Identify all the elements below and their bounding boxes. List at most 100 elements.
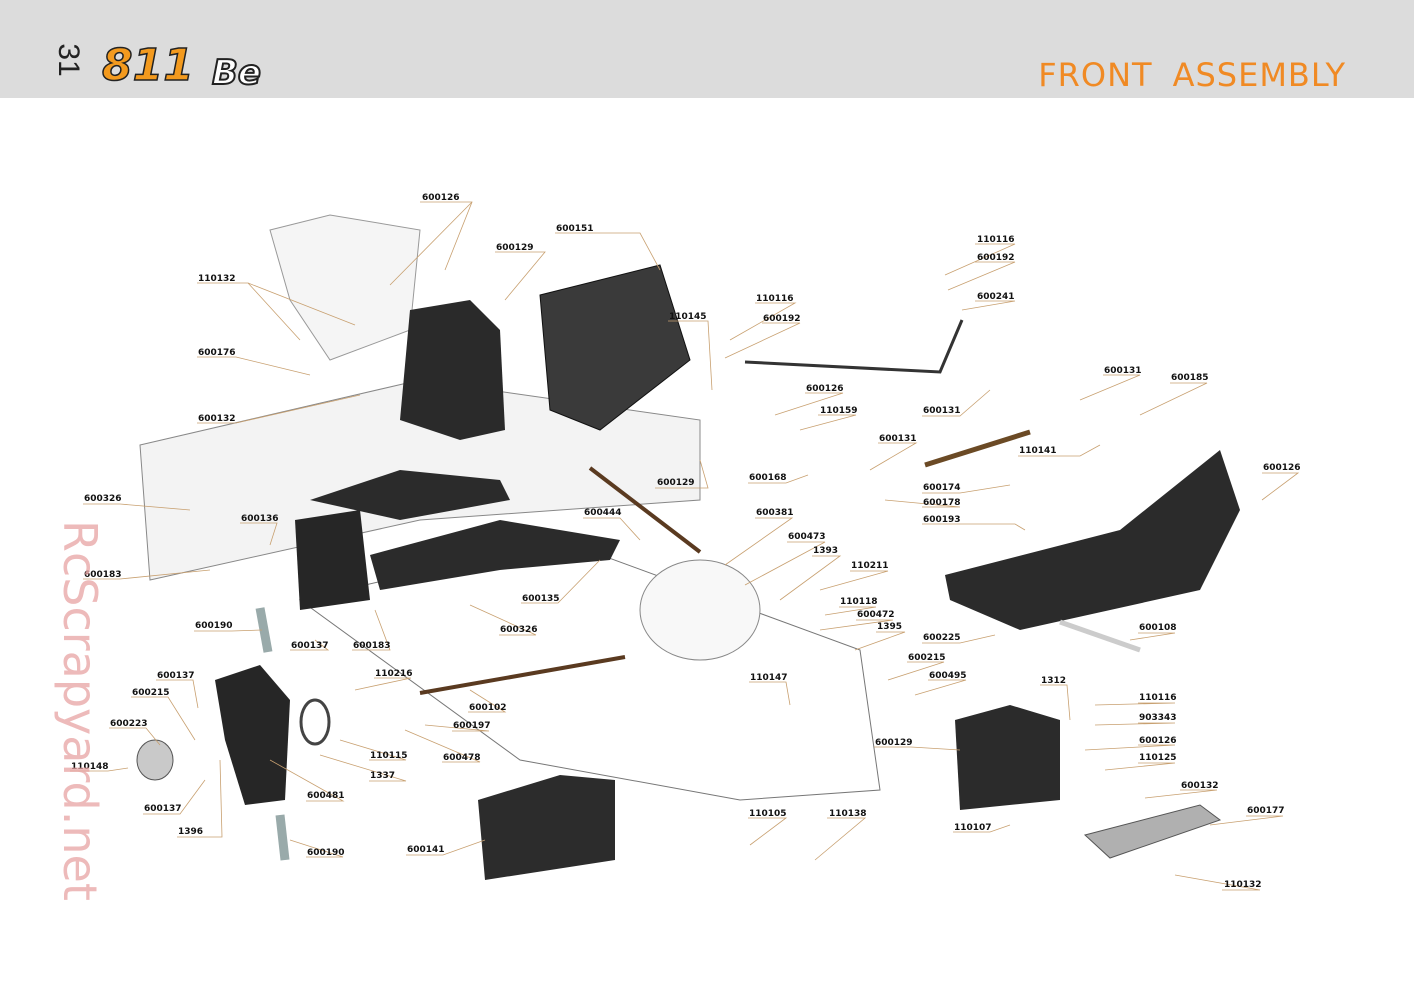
part-label: 110147 bbox=[750, 673, 788, 683]
part-label: 600326 bbox=[84, 494, 122, 504]
part-label: 110159 bbox=[820, 406, 858, 416]
logo-suffix: Be bbox=[212, 53, 261, 93]
part-label: 600131 bbox=[923, 406, 961, 416]
right-diff-housing bbox=[955, 705, 1060, 810]
lower-arm-left bbox=[370, 520, 620, 590]
part-label: 600126 bbox=[1139, 736, 1177, 746]
part-label: 600102 bbox=[469, 703, 507, 713]
part-label: 600197 bbox=[453, 721, 491, 731]
wheel-hex bbox=[136, 739, 174, 781]
part-label: 110132 bbox=[1224, 880, 1262, 890]
part-label: 1312 bbox=[1041, 676, 1066, 686]
part-label: 600178 bbox=[923, 498, 961, 508]
diff-mount-plate bbox=[639, 559, 761, 661]
cvd-shaft bbox=[419, 655, 626, 695]
part-label: 600177 bbox=[1247, 806, 1285, 816]
part-label: 600472 bbox=[857, 610, 895, 620]
part-label: 110116 bbox=[756, 294, 794, 304]
title-word-assembly: ASSEMBLY bbox=[1172, 56, 1346, 94]
page-header: 31 811 Be FRONT ASSEMBLY bbox=[0, 0, 1414, 98]
brand-logo: 811 Be bbox=[101, 39, 262, 94]
part-label: 110138 bbox=[829, 809, 867, 819]
part-label: 600481 bbox=[307, 791, 345, 801]
part-label: 600126 bbox=[422, 193, 460, 203]
hinge-pin-bottom bbox=[275, 814, 290, 861]
part-label: 600193 bbox=[923, 515, 961, 525]
part-label: 600326 bbox=[500, 625, 538, 635]
part-label: 600192 bbox=[977, 253, 1015, 263]
part-label: 600137 bbox=[291, 641, 329, 651]
part-label: 600151 bbox=[556, 224, 594, 234]
part-label: 600141 bbox=[407, 845, 445, 855]
part-label: 600129 bbox=[875, 738, 913, 748]
part-label: 600215 bbox=[132, 688, 170, 698]
hinge-pin-top bbox=[255, 607, 273, 653]
part-label: 600129 bbox=[657, 478, 695, 488]
part-label: 110105 bbox=[749, 809, 787, 819]
part-label: 600183 bbox=[84, 570, 122, 580]
part-label: 600168 bbox=[749, 473, 787, 483]
part-label: 600135 bbox=[522, 594, 560, 604]
part-label: 600223 bbox=[110, 719, 148, 729]
shock-tower-frame bbox=[269, 214, 421, 361]
part-label: 600381 bbox=[756, 508, 794, 518]
part-label: 600129 bbox=[496, 243, 534, 253]
part-label: 110141 bbox=[1019, 446, 1057, 456]
part-label: 110116 bbox=[1139, 693, 1177, 703]
front-diff-housing bbox=[400, 300, 505, 440]
part-label: 1395 bbox=[877, 622, 902, 632]
part-label: 600108 bbox=[1139, 623, 1177, 633]
part-label: 600185 bbox=[1171, 373, 1209, 383]
part-label: 110118 bbox=[840, 597, 878, 607]
part-label: 1396 bbox=[178, 827, 203, 837]
part-label: 600478 bbox=[443, 753, 481, 763]
part-label: 903343 bbox=[1139, 713, 1177, 723]
part-label: 110125 bbox=[1139, 753, 1177, 763]
carbon-shock-tower bbox=[539, 264, 691, 431]
part-label: 110107 bbox=[954, 823, 992, 833]
title-word-front: FRONT bbox=[1038, 56, 1153, 94]
upper-arm-left bbox=[310, 470, 510, 520]
part-label: 600131 bbox=[1104, 366, 1142, 376]
part-label: 600190 bbox=[307, 848, 345, 858]
part-label: 600137 bbox=[144, 804, 182, 814]
part-label: 600131 bbox=[879, 434, 917, 444]
part-label: 600473 bbox=[788, 532, 826, 542]
watermark: RcScrapyard.net bbox=[53, 520, 107, 901]
part-label: 600126 bbox=[806, 384, 844, 394]
leader-lines bbox=[70, 201, 1300, 891]
part-label: 600132 bbox=[1181, 781, 1219, 791]
part-label: 110132 bbox=[198, 274, 236, 284]
page-title: FRONT ASSEMBLY bbox=[1018, 56, 1346, 94]
part-label: 600241 bbox=[977, 292, 1015, 302]
part-label: 600137 bbox=[157, 671, 195, 681]
part-label: 1337 bbox=[370, 771, 395, 781]
part-label: 600132 bbox=[198, 414, 236, 424]
front-bumper bbox=[478, 775, 615, 880]
part-label: 600495 bbox=[929, 671, 967, 681]
part-label: 1393 bbox=[813, 546, 838, 556]
part-label: 600126 bbox=[1263, 463, 1301, 473]
part-label: 600176 bbox=[198, 348, 236, 358]
part-label: 600192 bbox=[763, 314, 801, 324]
part-label: 600136 bbox=[241, 514, 279, 524]
dogbone-shaft bbox=[588, 466, 702, 554]
exploded-view-diagram: 600126 600151 600129 110132 110116 60019… bbox=[70, 193, 1301, 891]
right-arm-assembly bbox=[945, 450, 1240, 630]
part-label: 110145 bbox=[669, 312, 707, 322]
page-number: 31 bbox=[52, 43, 85, 77]
logo-text: 811 bbox=[102, 40, 194, 91]
part-label: 600444 bbox=[584, 508, 622, 518]
part-label: 110216 bbox=[375, 669, 413, 679]
steering-knuckle bbox=[295, 510, 370, 610]
part-label: 600225 bbox=[923, 633, 961, 643]
part-label: 600183 bbox=[353, 641, 391, 651]
sway-bar bbox=[744, 319, 964, 374]
pin-600108 bbox=[1059, 619, 1141, 653]
turnbuckle bbox=[924, 429, 1031, 468]
part-label: 600215 bbox=[908, 653, 946, 663]
part-label: 110148 bbox=[71, 762, 109, 772]
part-label: 110115 bbox=[370, 751, 408, 761]
part-label: 600190 bbox=[195, 621, 233, 631]
part-label: 600174 bbox=[923, 483, 961, 493]
